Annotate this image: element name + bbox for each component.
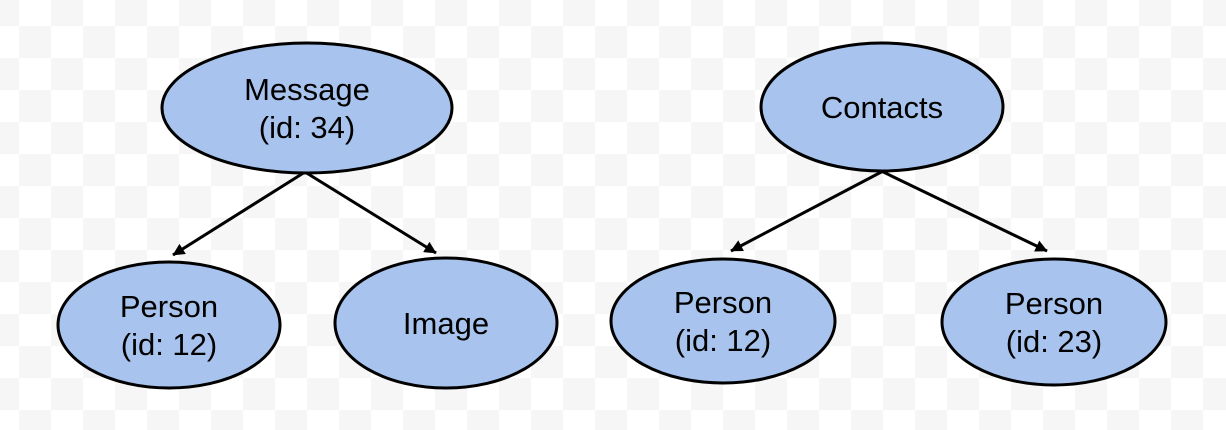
nodes-layer: Message(id: 34)Person(id: 12)ImageContac… bbox=[56, 41, 1168, 390]
edge-message-to-image bbox=[304, 170, 437, 255]
node-label-person-23-line-0: Person bbox=[1005, 286, 1103, 321]
node-person-12-right: Person(id: 12) bbox=[609, 257, 837, 385]
node-ellipse-contacts bbox=[759, 41, 1005, 173]
node-label-person-12-right-line-1: (id: 12) bbox=[675, 323, 771, 358]
node-label-image-line-0: Image bbox=[403, 306, 489, 341]
node-ellipse-person-23 bbox=[940, 257, 1168, 387]
node-label-person-12-left-line-1: (id: 12) bbox=[121, 327, 217, 362]
node-contacts: Contacts bbox=[759, 41, 1005, 173]
node-label-person-12-right-line-0: Person bbox=[674, 285, 772, 320]
edge-message-to-person-12-left bbox=[172, 170, 306, 257]
node-label-person-12-left-line-0: Person bbox=[120, 289, 218, 324]
node-ellipse-person-12-right bbox=[609, 257, 837, 385]
edge-contacts-to-person-23 bbox=[876, 167, 1048, 253]
node-person-12-left: Person(id: 12) bbox=[56, 260, 282, 390]
edges-layer bbox=[172, 167, 1048, 257]
node-label-contacts-line-0: Contacts bbox=[821, 90, 943, 125]
node-label-message-line-0: Message bbox=[244, 72, 370, 107]
node-label-person-23-line-1: (id: 23) bbox=[1006, 324, 1102, 359]
node-person-23: Person(id: 23) bbox=[940, 257, 1168, 387]
node-message: Message(id: 34) bbox=[160, 41, 454, 175]
node-ellipse-person-12-left bbox=[56, 260, 282, 390]
edge-contacts-to-person-12-right bbox=[730, 167, 888, 253]
node-ellipse-message bbox=[160, 41, 454, 175]
node-label-message-line-1: (id: 34) bbox=[259, 110, 355, 145]
node-image: Image bbox=[333, 256, 559, 390]
node-ellipse-image bbox=[333, 256, 559, 390]
